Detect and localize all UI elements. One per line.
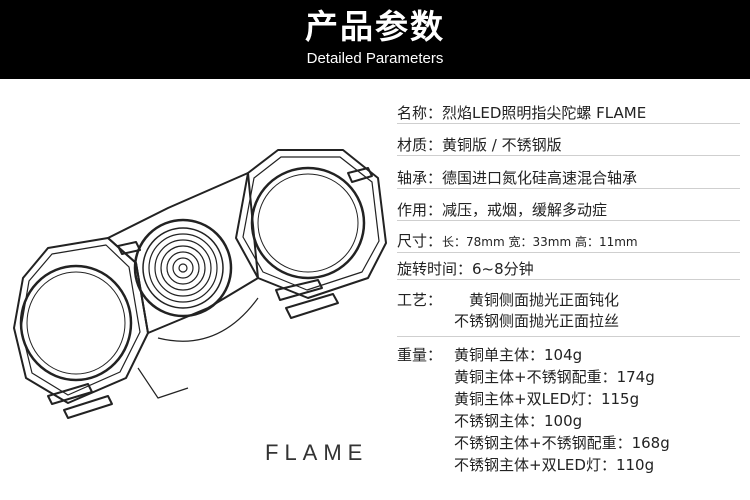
- spec-craft: 工艺： 黄铜侧面抛光正面钝化 不锈钢侧面抛光正面拉丝: [397, 290, 740, 337]
- spec-weight-line-4: 不锈钢主体：100g: [454, 412, 583, 430]
- spec-function-label: 作用：: [397, 201, 443, 219]
- spec-size-label: 尺寸：: [397, 232, 443, 250]
- brand-logo-text: FLAME: [265, 440, 369, 465]
- spec-spin-time: 旋转时间：6~8分钟: [397, 259, 740, 280]
- spec-craft-line-2: 不锈钢侧面抛光正面拉丝: [454, 312, 620, 330]
- spec-weight-line-1: 黄铜单主体：104g: [454, 346, 583, 364]
- spec-material: 材质：黄铜版 / 不锈钢版: [397, 135, 740, 156]
- left-arm-outline: [13, 237, 149, 404]
- spec-size-value: 长：78mm 宽：33mm 高：11mm: [442, 235, 638, 249]
- left-slot-1: [47, 383, 93, 405]
- spec-spin-time-value: 6~8分钟: [472, 260, 534, 278]
- spec-spin-time-label: 旋转时间：: [397, 260, 473, 278]
- header-banner: 产品参数 Detailed Parameters: [0, 0, 750, 79]
- spec-function-value: 减压，戒烟，缓解多动症: [442, 201, 608, 219]
- spec-craft-label: 工艺：: [397, 291, 443, 309]
- spec-function: 作用：减压，戒烟，缓解多动症: [397, 200, 740, 221]
- center-bearing: [133, 218, 233, 318]
- page-title: 产品参数: [305, 7, 445, 46]
- spec-craft-line-1: 黄铜侧面抛光正面钝化: [469, 291, 620, 309]
- right-slot-2: [285, 293, 339, 319]
- page-subtitle: Detailed Parameters: [306, 50, 444, 67]
- spec-size: 尺寸：长：78mm 宽：33mm 高：11mm: [397, 231, 740, 253]
- spec-material-value: 黄铜版 / 不锈钢版: [442, 136, 562, 154]
- right-window: [250, 166, 366, 280]
- spec-weight-label: 重量：: [397, 346, 443, 364]
- spec-material-label: 材质：: [397, 136, 443, 154]
- right-arm-outline: [235, 149, 387, 299]
- center-body-outline: [107, 172, 259, 334]
- spec-name-value: 烈焰LED照明指尖陀螺 FLAME: [442, 104, 647, 122]
- left-slot-2: [63, 395, 113, 419]
- spec-bearing: 轴承：德国进口氮化硅高速混合轴承: [397, 168, 740, 189]
- spec-bearing-value: 德国进口氮化硅高速混合轴承: [442, 169, 638, 187]
- right-slot-1: [275, 279, 323, 301]
- spec-name: 名称：烈焰LED照明指尖陀螺 FLAME: [397, 103, 740, 124]
- spec-weight: 重量： 黄铜单主体：104g 黄铜主体+不锈钢配重：174g 黄铜主体+双LED…: [397, 345, 740, 475]
- spec-bearing-label: 轴承：: [397, 169, 443, 187]
- fidget-spinner-illustration: [13, 149, 387, 419]
- spec-name-label: 名称：: [397, 104, 443, 122]
- spec-weight-line-6: 不锈钢主体+双LED灯：110g: [454, 456, 655, 474]
- left-window: [19, 264, 133, 382]
- spec-weight-line-3: 黄铜主体+双LED灯：115g: [454, 390, 640, 408]
- spec-weight-line-5: 不锈钢主体+不锈钢配重：168g: [454, 434, 670, 452]
- spec-weight-line-2: 黄铜主体+不锈钢配重：174g: [454, 368, 655, 386]
